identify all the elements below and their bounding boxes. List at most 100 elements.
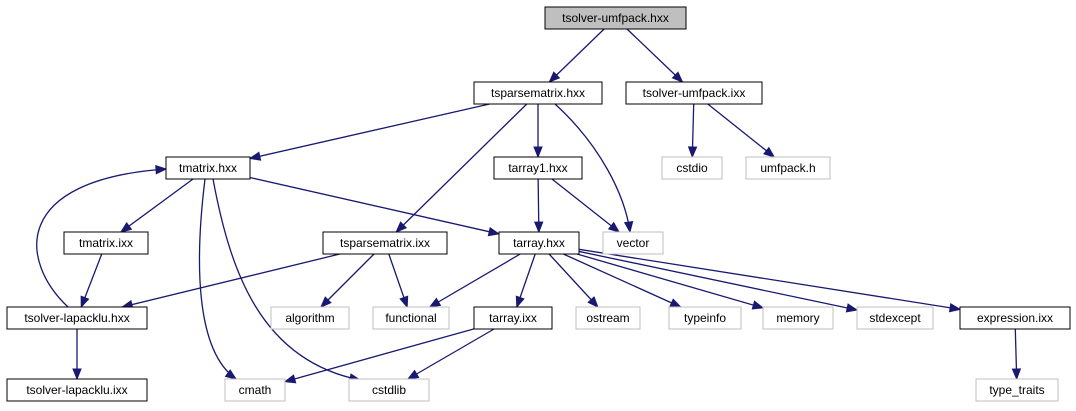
node-label: tmatrix.ixx	[79, 236, 133, 250]
node-label: tarray1.hxx	[508, 161, 567, 175]
node-label: vector	[617, 236, 650, 250]
node-box	[745, 156, 831, 180]
edge-tsparsematrix_ixx-to-functional	[388, 253, 409, 309]
node-label: cstdlib	[372, 383, 406, 397]
edge-tarray_hxx-to-memory	[576, 253, 765, 310]
node-cmath: cmath	[224, 378, 286, 402]
node-label: stdexcept	[869, 311, 921, 325]
node-label: memory	[776, 311, 819, 325]
edge-tsparsematrix_hxx-to-vector	[554, 103, 634, 234]
edge-tarray_hxx-to-stdexcept	[578, 250, 859, 313]
node-label: tsolver-lapacklu.ixx	[26, 383, 127, 397]
node-box	[63, 231, 149, 255]
nodes-layer: tsolver-umfpack.hxx tsparsematrix.hxx tsol…	[6, 6, 1071, 402]
edge-tarray1_hxx-to-vector	[551, 178, 621, 233]
node-label: tsolver-lapacklu.hxx	[24, 311, 129, 325]
node-box	[322, 231, 448, 255]
edge-root-to-tsolver_umfpack_ixx	[626, 28, 684, 83]
node-tsolver-lapacklu-hxx[interactable]: tsolver-lapacklu.hxx	[6, 306, 148, 330]
node-label: tarray.hxx	[513, 236, 565, 250]
node-label: tmatrix.hxx	[179, 161, 237, 175]
node-label: ostream	[586, 311, 629, 325]
node-box	[762, 306, 834, 330]
node-box	[493, 156, 583, 180]
edge-tmatrix_ixx-to-tsolver_lapacklu_hxx	[80, 253, 103, 309]
node-label: tsparsematrix.ixx	[340, 236, 430, 250]
edge-tarray_hxx-to-expression_ixx	[578, 248, 962, 313]
node-label: tsolver-umfpack.hxx	[562, 11, 669, 25]
node-tsparsematrix-hxx[interactable]: tsparsematrix.hxx	[473, 81, 603, 105]
node-expression-ixx[interactable]: expression.ixx	[959, 306, 1071, 330]
edge-tarray_ixx-to-cstdlib	[406, 328, 495, 380]
node-box	[602, 231, 664, 255]
node-box	[6, 306, 148, 330]
node-label: tarray.ixx	[489, 311, 537, 325]
edge-tarray_hxx-to-ostream	[548, 253, 599, 308]
node-box	[625, 81, 763, 105]
node-box	[498, 231, 580, 255]
edge-tsparsematrix_hxx-to-tarray1_hxx	[533, 104, 543, 159]
node-vector: vector	[602, 231, 664, 255]
node-box	[372, 306, 450, 330]
edge-tmatrix_hxx-to-tmatrix_ixx	[119, 178, 194, 233]
node-memory: memory	[762, 306, 834, 330]
node-type-traits: type_traits	[975, 378, 1059, 402]
edge-tsolver_umfpack_ixx-to-umfpack_h	[707, 103, 776, 158]
node-box	[348, 378, 430, 402]
node-label: umfpack.h	[760, 161, 815, 175]
edge-tarray_ixx-to-cmath	[283, 328, 475, 384]
edge-tsparsematrix_hxx-to-tmatrix_hxx	[248, 103, 490, 161]
node-tarray1-hxx[interactable]: tarray1.hxx	[493, 156, 583, 180]
node-tsolver-lapacklu-ixx[interactable]: tsolver-lapacklu.ixx	[6, 378, 148, 402]
edge-tmatrix_hxx-to-tarray_hxx	[249, 176, 501, 237]
node-functional: functional	[372, 306, 450, 330]
node-label: expression.ixx	[977, 311, 1053, 325]
node-umfpack-h: umfpack.h	[745, 156, 831, 180]
node-root[interactable]: tsolver-umfpack.hxx	[544, 6, 687, 30]
edge-tarray1_hxx-to-tarray_hxx	[533, 178, 544, 234]
node-tarray-hxx[interactable]: tarray.hxx	[498, 231, 580, 255]
edge-tarray_hxx-to-tarray_ixx	[515, 253, 536, 309]
node-box	[959, 306, 1071, 330]
edge-tsolver_umfpack_ixx-to-cstdio	[687, 103, 698, 159]
node-typeinfo: typeinfo	[668, 306, 742, 330]
node-box	[224, 378, 286, 402]
node-label: functional	[385, 311, 436, 325]
edge-tsparsematrix_ixx-to-tsolver_lapacklu_hxx	[120, 253, 340, 310]
node-box	[544, 6, 687, 30]
edge-tarray_hxx-to-functional	[428, 253, 521, 308]
node-box	[668, 306, 742, 330]
edge-tsparsematrix_ixx-to-algorithm	[320, 253, 375, 308]
node-algorithm: algorithm	[270, 306, 350, 330]
edge-expression_ixx-to-type_traits	[1011, 328, 1022, 381]
node-stdexcept: stdexcept	[856, 306, 934, 330]
node-tmatrix-hxx[interactable]: tmatrix.hxx	[165, 156, 251, 180]
node-ostream: ostream	[575, 306, 641, 330]
node-tsparsematrix-ixx[interactable]: tsparsematrix.ixx	[322, 231, 448, 255]
node-box	[856, 306, 934, 330]
node-box	[165, 156, 251, 180]
node-label: cmath	[239, 383, 272, 397]
node-tsolver-umfpack-ixx[interactable]: tsolver-umfpack.ixx	[625, 81, 763, 105]
node-box	[661, 156, 723, 180]
edges-layer	[36, 28, 1022, 384]
node-box	[575, 306, 641, 330]
node-label: typeinfo	[684, 311, 726, 325]
node-box	[270, 306, 350, 330]
node-tmatrix-ixx[interactable]: tmatrix.ixx	[63, 231, 149, 255]
node-label: cstdio	[676, 161, 708, 175]
node-label: algorithm	[285, 311, 334, 325]
node-tarray-ixx[interactable]: tarray.ixx	[473, 306, 553, 330]
node-box	[6, 378, 148, 402]
node-label: type_traits	[989, 383, 1044, 397]
node-box	[975, 378, 1059, 402]
edge-root-to-tsparsematrix_hxx	[548, 28, 605, 83]
node-label: tsolver-umfpack.ixx	[643, 86, 746, 100]
node-box	[473, 306, 553, 330]
edge-tsolver_lapacklu_hxx-to-tsolver_lapacklu_ixx	[72, 329, 82, 381]
edge-tmatrix_hxx-to-cmath	[198, 178, 238, 380]
edge-tmatrix_hxx-to-cstdlib	[212, 178, 362, 383]
node-box	[473, 81, 603, 105]
node-label: tsparsematrix.hxx	[491, 86, 585, 100]
